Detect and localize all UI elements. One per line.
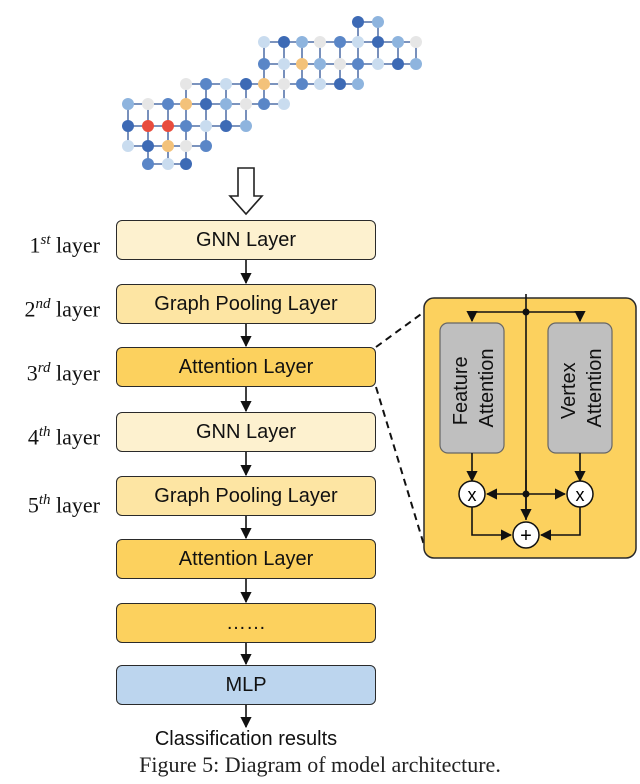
graph-pooling-block-2: Graph Pooling Layer <box>116 476 376 516</box>
graph-node <box>200 98 212 110</box>
graph-node <box>180 158 192 170</box>
graph-node <box>352 58 364 70</box>
graph-node <box>296 58 308 70</box>
layer-label-2: 2nd layer <box>24 296 100 322</box>
layer-label-3: 3rd layer <box>26 360 100 386</box>
graph-node <box>278 58 290 70</box>
graph-node <box>410 58 422 70</box>
multiply-symbol-left: x <box>468 485 477 505</box>
graph-node <box>180 120 192 132</box>
graph-node <box>220 120 232 132</box>
graph-node <box>258 58 270 70</box>
attention-layer-block-1: Attention Layer <box>116 347 376 387</box>
layer-label-4: 4th layer <box>27 424 100 450</box>
graph-node <box>352 78 364 90</box>
graph-node <box>240 98 252 110</box>
graph-node <box>162 158 174 170</box>
graph-node <box>334 58 346 70</box>
graph-node <box>334 78 346 90</box>
gnn-layer-block-2: GNN Layer <box>116 412 376 452</box>
graph-node <box>372 36 384 48</box>
feature-attention-label: Feature Attention <box>450 349 498 428</box>
graph-node <box>278 98 290 110</box>
graph-node <box>258 36 270 48</box>
graph-node <box>296 36 308 48</box>
graph-node <box>162 98 174 110</box>
add-symbol: + <box>520 525 532 547</box>
input-graph-illustration <box>122 16 422 170</box>
graph-node <box>334 36 346 48</box>
graph-node <box>180 140 192 152</box>
attention-layer-block-2: Attention Layer <box>116 539 376 579</box>
figure-caption: Figure 5: Diagram of model architecture. <box>139 752 501 777</box>
graph-node <box>314 58 326 70</box>
multiply-node-right <box>566 480 594 508</box>
graph-node <box>240 120 252 132</box>
graph-node <box>142 120 154 132</box>
multiply-symbol-right: x <box>576 485 585 505</box>
vertex-attention-label: Vertex Attention <box>558 349 606 428</box>
graph-node <box>352 16 364 28</box>
graph-node <box>162 140 174 152</box>
graph-node <box>220 78 232 90</box>
graph-node <box>372 58 384 70</box>
graph-node <box>278 78 290 90</box>
graph-node <box>240 78 252 90</box>
graph-node <box>122 140 134 152</box>
zoom-line-top <box>375 311 425 348</box>
graph-pooling-block-1: Graph Pooling Layer <box>116 284 376 324</box>
gnn-layer-block-1: GNN Layer <box>116 220 376 260</box>
graph-node <box>314 36 326 48</box>
layer-label-5: 5th layer <box>27 492 100 518</box>
graph-node <box>142 140 154 152</box>
graph-node <box>180 98 192 110</box>
add-node <box>512 521 540 549</box>
graph-node <box>142 98 154 110</box>
graph-node <box>314 78 326 90</box>
graph-node <box>200 140 212 152</box>
graph-node <box>258 78 270 90</box>
graph-node <box>162 120 174 132</box>
graph-node <box>392 36 404 48</box>
multiply-node-left <box>458 480 486 508</box>
graph-node <box>122 98 134 110</box>
graph-node <box>296 78 308 90</box>
graph-node <box>142 158 154 170</box>
graph-node <box>392 58 404 70</box>
graph-node <box>180 78 192 90</box>
graph-node <box>278 36 290 48</box>
graph-node <box>352 36 364 48</box>
classification-results-label: Classification results <box>154 728 338 750</box>
input-arrow <box>228 167 264 216</box>
mlp-block: MLP <box>116 665 376 705</box>
graph-node <box>200 120 212 132</box>
graph-node <box>220 98 232 110</box>
graph-node <box>122 120 134 132</box>
layer-label-1: 1st layer <box>29 232 100 258</box>
graph-node <box>258 98 270 110</box>
zoom-line-bottom <box>375 386 425 546</box>
graph-node <box>372 16 384 28</box>
ellipsis-block: …… <box>116 603 376 643</box>
graph-node <box>410 36 422 48</box>
graph-node <box>200 78 212 90</box>
